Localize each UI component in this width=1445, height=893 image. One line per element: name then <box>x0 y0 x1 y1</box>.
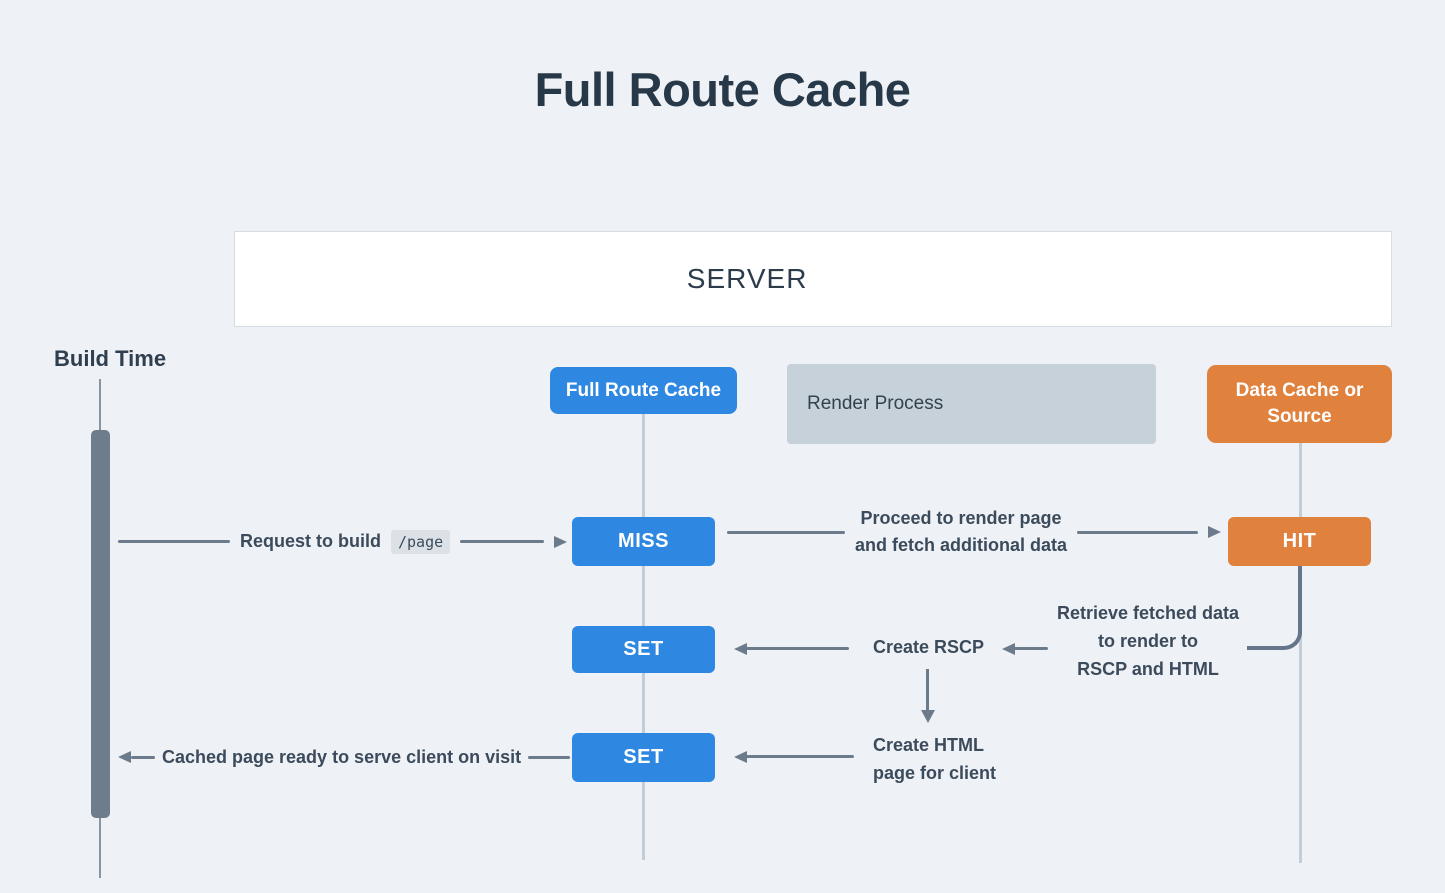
arrow-left-icon <box>1002 643 1015 655</box>
connector-line <box>118 540 230 543</box>
connector-line <box>528 755 570 759</box>
connector-line <box>1077 530 1198 534</box>
message-line: Create HTML <box>873 735 985 755</box>
server-label: SERVER <box>686 263 808 294</box>
message-create-rscp-label: Create RSCP <box>873 637 985 657</box>
message-retrieve-fetched-label: Retrieve fetched data to render to RSCP … <box>1048 599 1248 683</box>
message-cached-page-ready-label: Cached page ready to serve client on vis… <box>162 746 522 767</box>
node-miss: MISS <box>572 517 715 566</box>
message-proceed-to-render-label: Proceed to render page and fetch additio… <box>855 505 1067 559</box>
page-title: Full Route Cache <box>534 63 911 116</box>
message-line: Proceed to render page <box>860 508 1062 528</box>
message-cached-page-ready: Cached page ready to serve client on vis… <box>118 740 570 774</box>
data-cache-lifeline <box>1299 443 1302 863</box>
arrow-right-icon <box>554 535 567 548</box>
message-proceed-to-render: Proceed to render page and fetch additio… <box>727 503 1221 561</box>
page-route-code-chip: /page <box>391 529 451 554</box>
message-request-to-build: Request to build /page <box>118 524 567 559</box>
message-create-html-label: Create HTML page for client <box>873 731 996 787</box>
column-full-route-cache: Full Route Cache <box>550 367 737 414</box>
message-line: and fetch additional data <box>855 535 1068 555</box>
arrow-left-icon <box>734 643 747 655</box>
server-container: SERVER <box>234 231 1392 327</box>
message-line: to render to <box>1097 631 1198 651</box>
connector-line <box>746 647 849 650</box>
column-data-cache-or-source: Data Cache or Source <box>1207 365 1392 443</box>
connector-line <box>926 669 929 712</box>
connector-line <box>727 530 845 534</box>
column-data-cache-or-source-label: Data Cache or Source <box>1235 380 1364 427</box>
hit-return-elbow-connector <box>1247 566 1302 650</box>
column-render-process-label: Render Process <box>807 393 944 414</box>
connector-line <box>746 755 854 758</box>
node-hit: HIT <box>1228 517 1371 566</box>
node-set-rscp-label: SET <box>623 638 664 660</box>
connector-line <box>1013 647 1048 650</box>
build-time-label: Build Time <box>54 346 167 371</box>
column-full-route-cache-label: Full Route Cache <box>565 379 722 401</box>
node-hit-label: HIT <box>1282 530 1317 552</box>
build-time-lifeline-bottom <box>99 818 101 878</box>
arrow-right-icon <box>1208 526 1221 538</box>
node-miss-label: MISS <box>618 530 669 552</box>
build-time-lifeline-top <box>99 379 101 430</box>
node-set-html: SET <box>572 733 715 782</box>
build-time-activation-bar <box>91 430 110 818</box>
message-line: Retrieve fetched data <box>1056 603 1240 623</box>
message-line: page for client <box>873 763 997 783</box>
message-line: RSCP and HTML <box>1077 659 1219 679</box>
arrow-left-icon <box>734 751 747 763</box>
column-render-process: Render Process <box>787 364 1156 444</box>
connector-line <box>460 540 544 543</box>
node-set-html-label: SET <box>623 746 664 768</box>
connector-line <box>131 755 155 759</box>
node-set-rscp: SET <box>572 626 715 673</box>
arrow-down-icon <box>921 710 935 723</box>
arrow-left-icon <box>118 751 131 763</box>
message-request-to-build-label: Request to build <box>240 531 381 551</box>
